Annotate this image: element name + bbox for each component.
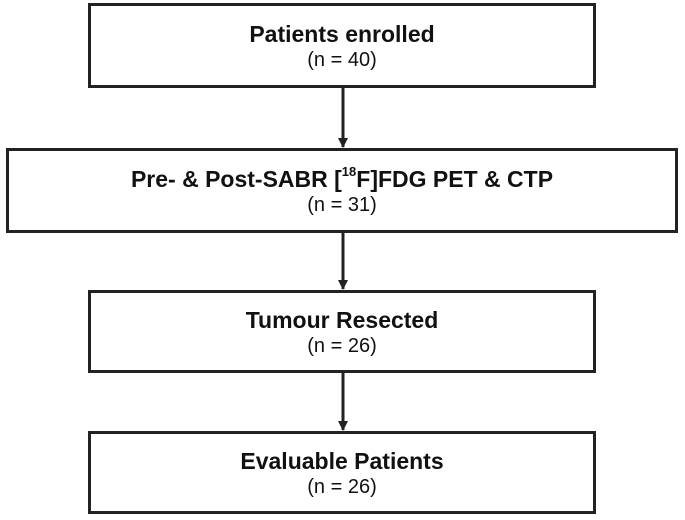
step-count: (n = 26) — [307, 334, 377, 357]
step-title: Evaluable Patients — [240, 447, 444, 474]
step-title-prefix: Pre- & Post-SABR [ — [130, 165, 342, 192]
step-count: (n = 31) — [307, 193, 377, 216]
box-pre-post-sabr: Pre- & Post-SABR [18F]FDG PET & CTP (n =… — [6, 148, 678, 233]
step-title-superscript: 18 — [341, 163, 357, 179]
step-count: (n = 40) — [307, 48, 377, 71]
step-title: Pre- & Post-SABR [18F]FDG PET & CTP — [131, 165, 553, 193]
step-count: (n = 26) — [307, 475, 377, 498]
step-title: Patients enrolled — [249, 20, 435, 47]
box-patients-enrolled: Patients enrolled (n = 40) — [88, 3, 596, 88]
box-evaluable-patients: Evaluable Patients (n = 26) — [88, 431, 596, 514]
step-title: Tumour Resected — [245, 306, 439, 333]
step-title-suffix: F]FDG PET & CTP — [356, 165, 554, 192]
box-tumour-resected: Tumour Resected (n = 26) — [88, 290, 596, 373]
